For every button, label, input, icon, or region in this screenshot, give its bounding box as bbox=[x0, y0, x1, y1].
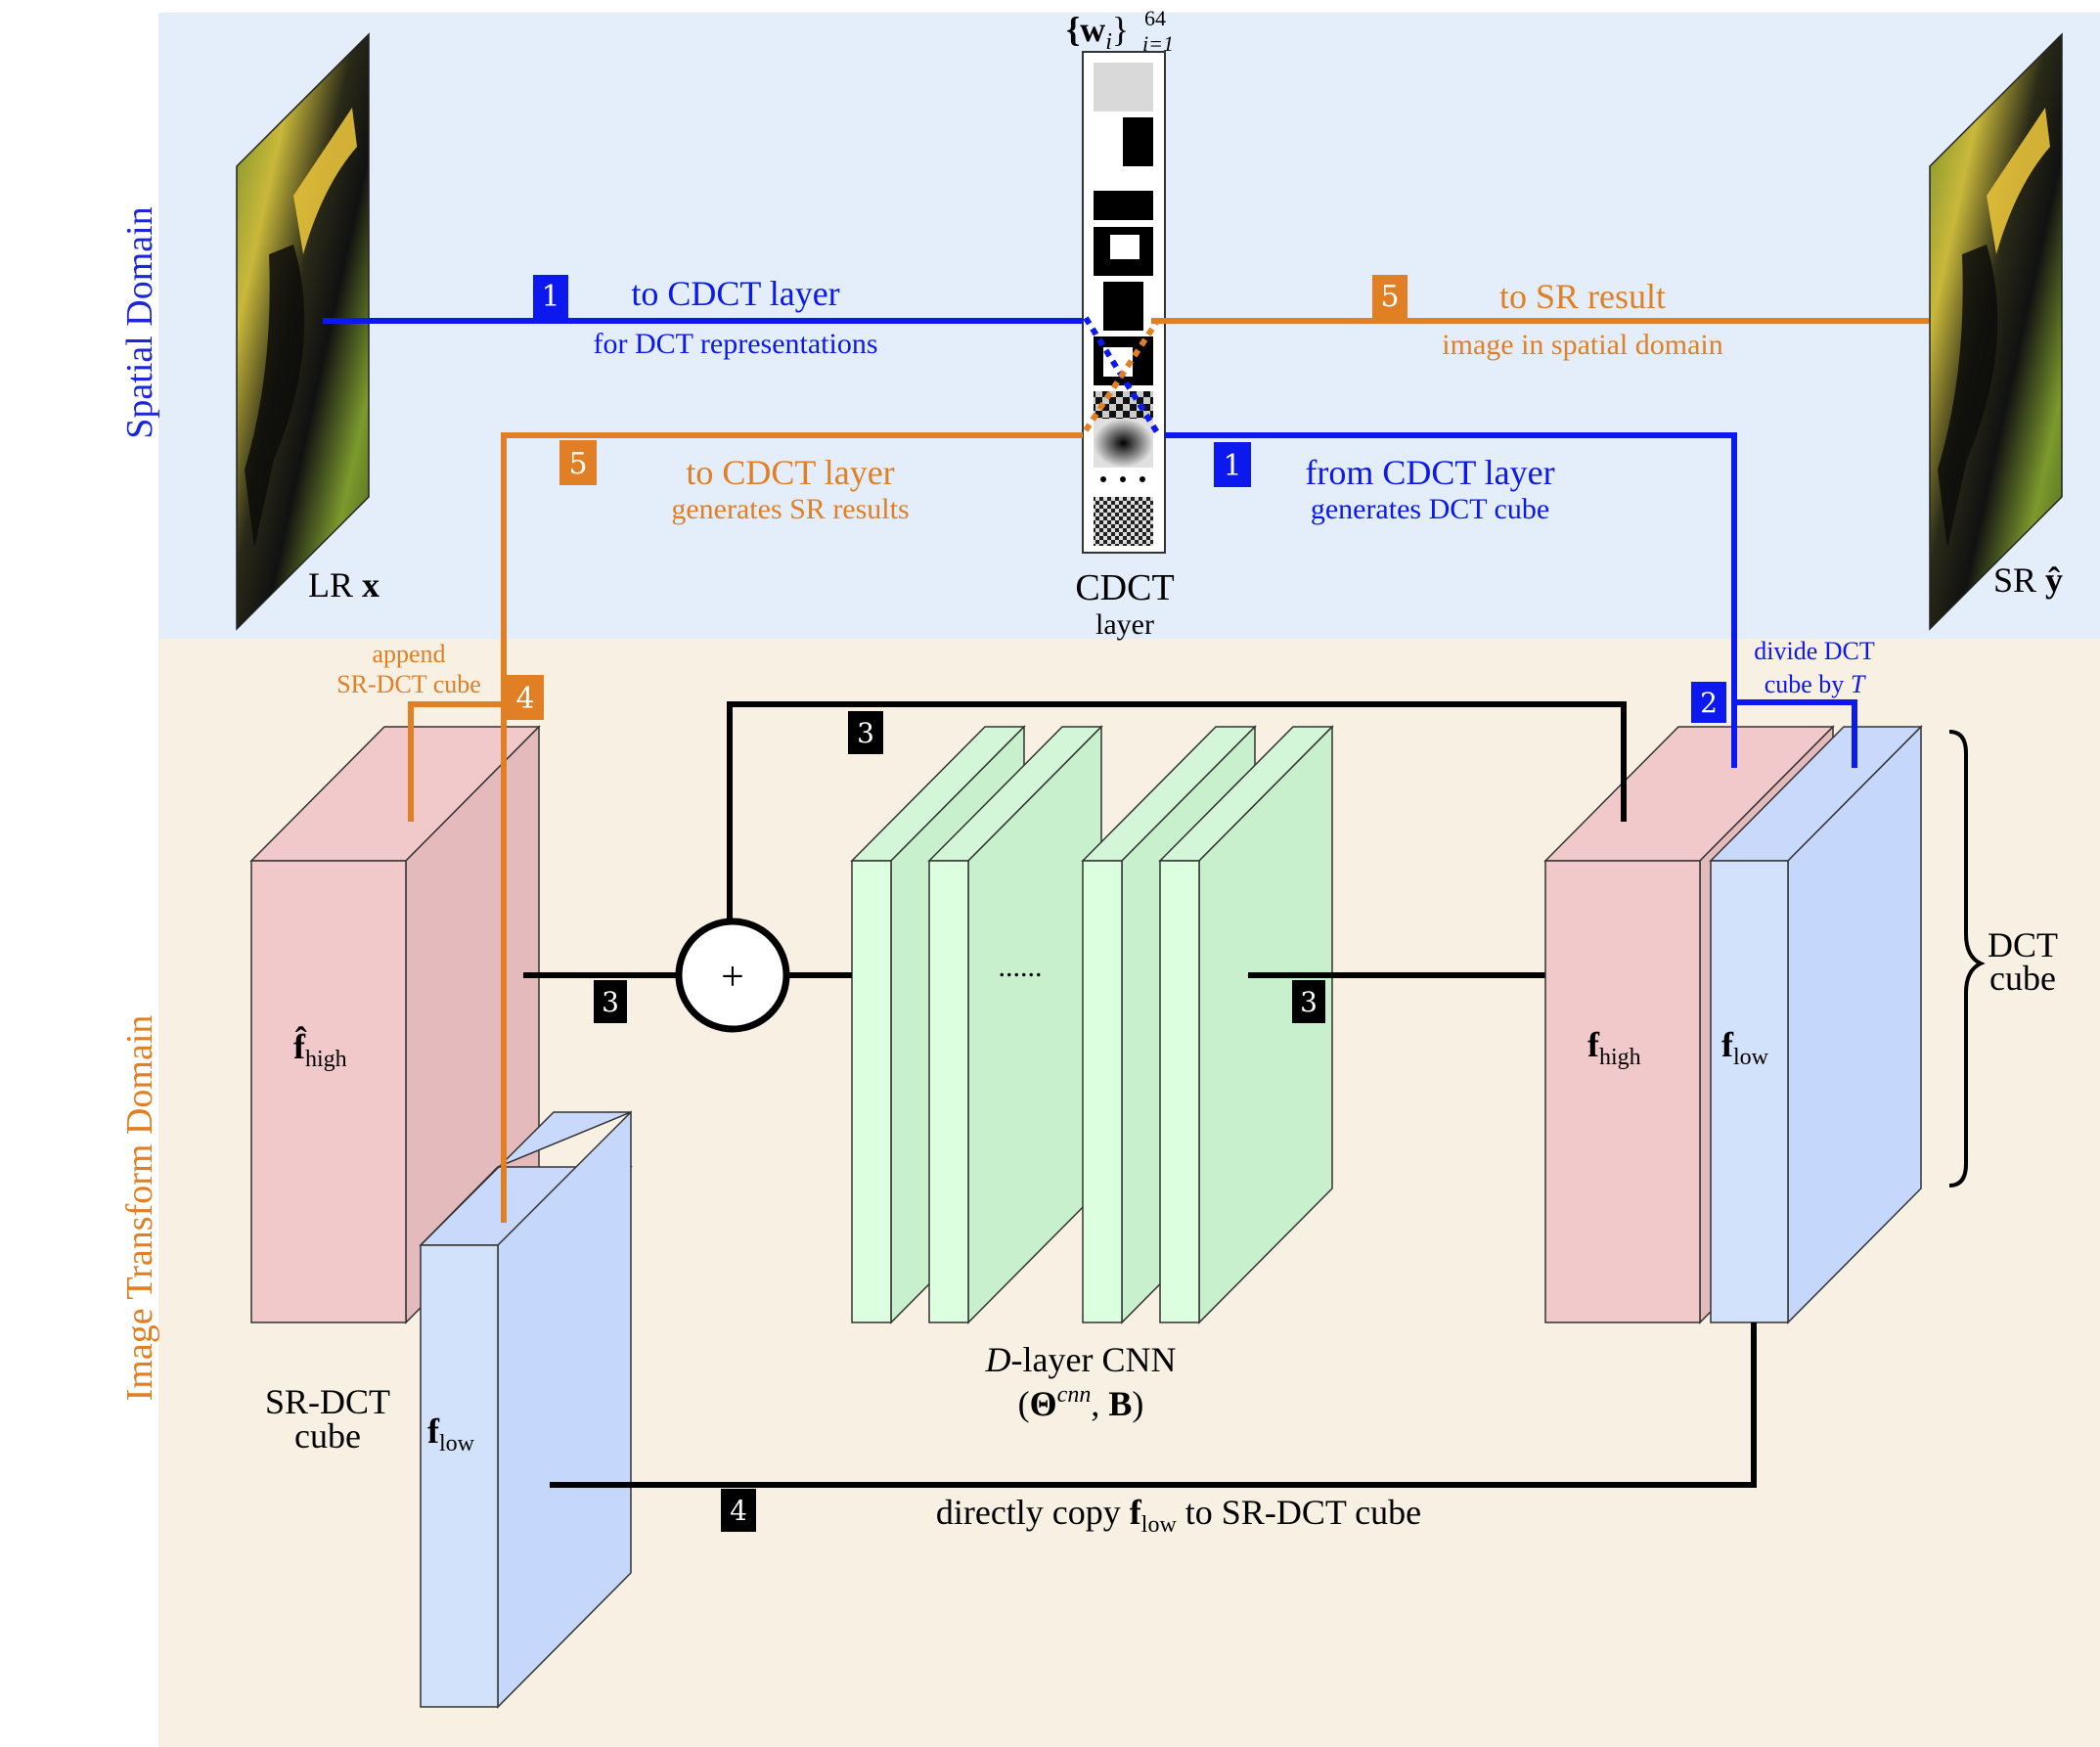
transform-domain-label: Image Transform Domain bbox=[119, 1015, 160, 1402]
flow3-badge-top bbox=[848, 711, 883, 754]
cdct-subtitle: layer bbox=[1095, 608, 1154, 641]
flow1-badge-right bbox=[1214, 442, 1251, 487]
flow1-sub-right: generates DCT cube bbox=[1311, 493, 1549, 525]
flow4-append-line bbox=[408, 701, 509, 822]
cnn-ellipsis: ...... bbox=[999, 951, 1043, 983]
flow4-badge-bottom bbox=[721, 1489, 756, 1532]
sr-dct-cube-low bbox=[419, 1110, 633, 1709]
flow3-badge-left bbox=[594, 980, 627, 1023]
flow5-badge-left bbox=[559, 440, 597, 485]
flow1-badge-left-text: 1 bbox=[541, 280, 559, 314]
flow5-sub-right: image in spatial domain bbox=[1442, 329, 1722, 361]
cnn-label-line1: D-layer CNN bbox=[985, 1340, 1177, 1379]
cdct-filter-lower: i=1 bbox=[1142, 31, 1174, 56]
flow-right-label: flow bbox=[1721, 1025, 1769, 1070]
dct-cube-label-line2: cube bbox=[1989, 959, 2056, 998]
flow4-badge-bottom-text: 4 bbox=[730, 1495, 747, 1527]
fhigh-hat-label: f̂high bbox=[293, 1026, 347, 1072]
flow1-sub-left: for DCT representations bbox=[593, 328, 877, 360]
dct-cube-low bbox=[1709, 725, 1923, 1324]
flow5-title-left: to CDCT layer bbox=[686, 453, 894, 492]
dct-cube-label-line1: DCT bbox=[1988, 925, 2058, 964]
flow5-badge-right bbox=[1372, 275, 1407, 318]
fhigh-label: fhigh bbox=[1587, 1025, 1641, 1070]
flow4-append-line1: append bbox=[372, 640, 445, 668]
flow5-badge-left-text: 5 bbox=[568, 447, 587, 481]
lr-label: LR x bbox=[308, 565, 380, 605]
flow5-title-right: to SR result bbox=[1499, 277, 1666, 316]
flow3-badge-right-text: 3 bbox=[1300, 986, 1318, 1018]
flow2-badge-text: 2 bbox=[1700, 687, 1718, 719]
flow-cross-orange bbox=[1083, 321, 1159, 432]
flow4-append-line2: SR-DCT cube bbox=[336, 670, 481, 698]
plus-sign: + bbox=[721, 955, 744, 1000]
flow1-badge-left bbox=[533, 275, 568, 318]
cnn-label-line2: (Θcnn, B) bbox=[1018, 1382, 1144, 1423]
lr-image bbox=[236, 32, 370, 631]
sr-dct-cube-label-line1: SR-DCT bbox=[265, 1382, 390, 1421]
sr-dct-cube-label-line2: cube bbox=[294, 1416, 361, 1456]
flow4-badge-top bbox=[507, 675, 544, 720]
flow1-arrow-to-dct-cube bbox=[1165, 432, 1737, 769]
flow3-badge-top-text: 3 bbox=[857, 717, 874, 749]
spatial-domain-label: Spatial Domain bbox=[119, 206, 160, 438]
flow3-badge-left-text: 3 bbox=[602, 986, 619, 1018]
flow2-label-line1: divide DCT bbox=[1754, 637, 1875, 665]
flow4-copy-label: directly copy flow to SR-DCT cube bbox=[936, 1493, 1421, 1538]
flow2-badge bbox=[1691, 682, 1726, 723]
sr-label: SR ŷ bbox=[1993, 560, 2063, 600]
cdct-filter-bank bbox=[1082, 51, 1166, 554]
cnn-layers bbox=[850, 725, 1334, 1324]
flow4-badge-top-text: 4 bbox=[515, 682, 534, 716]
sr-image bbox=[1929, 32, 2063, 631]
flow3-badge-right bbox=[1292, 980, 1325, 1023]
flow4-copy-arrow bbox=[549, 1322, 1757, 1488]
flow5-sub-left: generates SR results bbox=[671, 493, 909, 525]
flow1-badge-right-text: 1 bbox=[1223, 449, 1241, 483]
cdct-filter-set-label: {wi} bbox=[1066, 10, 1129, 55]
flow1-title-right: from CDCT layer bbox=[1305, 453, 1554, 492]
flow2-label-line2: cube by T bbox=[1765, 670, 1866, 698]
dct-cube-brace bbox=[1948, 730, 1986, 1187]
flow5-badge-right-text: 5 bbox=[1380, 280, 1399, 314]
cdct-filter-sup: 64 bbox=[1144, 6, 1166, 30]
flow-left-label: flow bbox=[427, 1411, 475, 1456]
flow1-title-left: to CDCT layer bbox=[631, 274, 839, 313]
cdct-title: CDCT bbox=[1075, 567, 1174, 608]
